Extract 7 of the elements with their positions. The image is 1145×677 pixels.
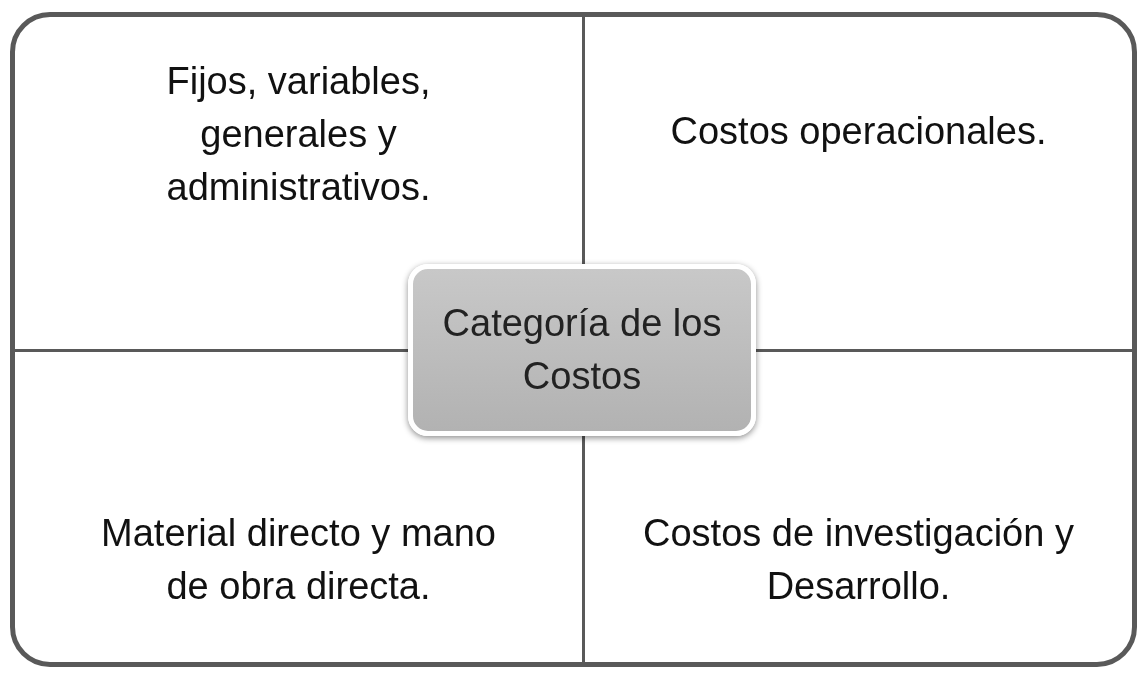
center-label: Categoría de los Costos xyxy=(442,300,722,399)
rounded-frame xyxy=(10,12,1137,667)
cell-label: Costos de investigación y Desarrollo. xyxy=(642,511,1075,610)
center-box xyxy=(408,264,756,436)
cell-label: Costos operacionales. xyxy=(669,109,1048,154)
cell-label: Fijos, variables, generales y administrativos. xyxy=(165,59,432,211)
cell-label: Material directo y mano de obra directa. xyxy=(100,511,497,610)
